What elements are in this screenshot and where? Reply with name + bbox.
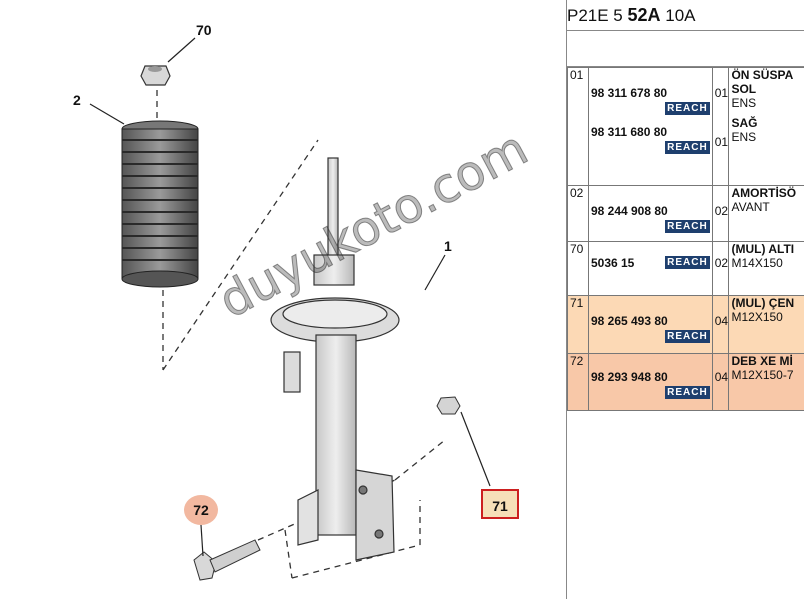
ref-cell: 70 — [568, 242, 589, 296]
part-number[interactable]: 98 293 948 80 — [591, 370, 710, 384]
qty-cell: 04 — [712, 354, 729, 411]
callout-70[interactable]: 70 — [196, 22, 212, 38]
callout-72[interactable]: 72 — [184, 495, 218, 525]
part-number[interactable]: 5036 15 — [591, 256, 634, 270]
desc-cell: AMORTİSÖ AVANT — [729, 186, 804, 242]
part-sub: ENS — [731, 96, 802, 110]
reach-badge: REACH — [665, 141, 710, 154]
partno-cell: 98 311 678 80 REACH 98 311 680 80 REACH — [588, 68, 712, 186]
callout-1[interactable]: 1 — [444, 238, 452, 254]
table-row[interactable]: 02 98 244 908 80 REACH 02 AMORTİSÖ AVANT — [568, 186, 804, 242]
nut-71-drawing — [437, 397, 460, 414]
table-row[interactable]: 01 98 311 678 80 REACH 98 311 680 80 REA… — [568, 68, 804, 186]
exploded-diagram: 70 2 1 72 71 duyukoto.com — [0, 0, 566, 599]
parts-table: 01 98 311 678 80 REACH 98 311 680 80 REA… — [567, 67, 804, 411]
part-sub: AVANT — [731, 200, 802, 214]
qty: 04 — [715, 314, 728, 328]
qty: 01 — [715, 135, 728, 149]
part-desc: SOL — [731, 82, 802, 96]
header-prefix: P21E 5 — [567, 6, 628, 25]
bolt-72-drawing — [194, 540, 260, 580]
table-row-selected[interactable]: 71 98 265 493 80 REACH 04 (MUL) ÇEN M12X… — [568, 296, 804, 354]
callout-71[interactable]: 71 — [481, 489, 519, 519]
ref-cell: 72 — [568, 354, 589, 411]
table-row[interactable]: 70 5036 15 REACH 02 (MUL) ALTI M14X150 — [568, 242, 804, 296]
reach-badge: REACH — [665, 256, 710, 269]
parts-panel: P21E 5 52A 10A 01 98 311 678 80 REACH 98… — [566, 0, 804, 599]
qty-cell: 04 — [712, 296, 729, 354]
callout-2[interactable]: 2 — [73, 92, 81, 108]
qty-cell: 02 — [712, 242, 729, 296]
partno-cell: 98 265 493 80 REACH — [588, 296, 712, 354]
qty: 01 — [715, 86, 728, 100]
part-title: AMORTİSÖ — [731, 186, 802, 200]
part-title: (MUL) ÇEN — [731, 296, 802, 310]
part-sub: M14X150 — [731, 256, 802, 270]
qty: 04 — [715, 370, 728, 384]
part-title: DEB XE Mİ — [731, 354, 802, 368]
nut-70-drawing — [141, 66, 170, 85]
part-sub: ENS — [731, 130, 802, 144]
desc-cell: (MUL) ALTI M14X150 — [729, 242, 804, 296]
reach-badge: REACH — [665, 330, 710, 343]
partno-cell: 98 244 908 80 REACH — [588, 186, 712, 242]
header-suffix: 10A — [661, 6, 696, 25]
desc-cell: (MUL) ÇEN M12X150 — [729, 296, 804, 354]
part-sub: M12X150-7 — [731, 368, 802, 382]
desc-cell: ÖN SÜSPA SOL ENS SAĞ ENS — [729, 68, 804, 186]
part-header: P21E 5 52A 10A — [567, 0, 804, 31]
table-row-selected[interactable]: 72 98 293 948 80 REACH 04 DEB XE Mİ M12X… — [568, 354, 804, 411]
qty-cell: 01 01 — [712, 68, 729, 186]
ref-cell: 71 — [568, 296, 589, 354]
part-title: (MUL) ALTI — [731, 242, 802, 256]
qty: 02 — [715, 204, 728, 218]
qty: 02 — [715, 256, 728, 270]
part-sub: M12X150 — [731, 310, 802, 324]
part-desc: SAĞ — [731, 116, 802, 130]
part-number[interactable]: 98 265 493 80 — [591, 314, 710, 328]
reach-badge: REACH — [665, 102, 710, 115]
partno-cell: 5036 15 REACH — [588, 242, 712, 296]
header-code: 52A — [628, 5, 661, 25]
part-title: ÖN SÜSPA — [731, 68, 802, 82]
partno-cell: 98 293 948 80 REACH — [588, 354, 712, 411]
ref-cell: 01 — [568, 68, 589, 186]
part-number[interactable]: 98 311 678 80 — [591, 86, 710, 100]
part-number[interactable]: 98 311 680 80 — [591, 125, 710, 139]
ref-cell: 02 — [568, 186, 589, 242]
reach-badge: REACH — [665, 386, 710, 399]
part-number[interactable]: 98 244 908 80 — [591, 204, 710, 218]
reach-badge: REACH — [665, 220, 710, 233]
header-spacer — [567, 30, 804, 67]
boot-2-drawing — [122, 121, 198, 287]
desc-cell: DEB XE Mİ M12X150-7 — [729, 354, 804, 411]
qty-cell: 02 — [712, 186, 729, 242]
